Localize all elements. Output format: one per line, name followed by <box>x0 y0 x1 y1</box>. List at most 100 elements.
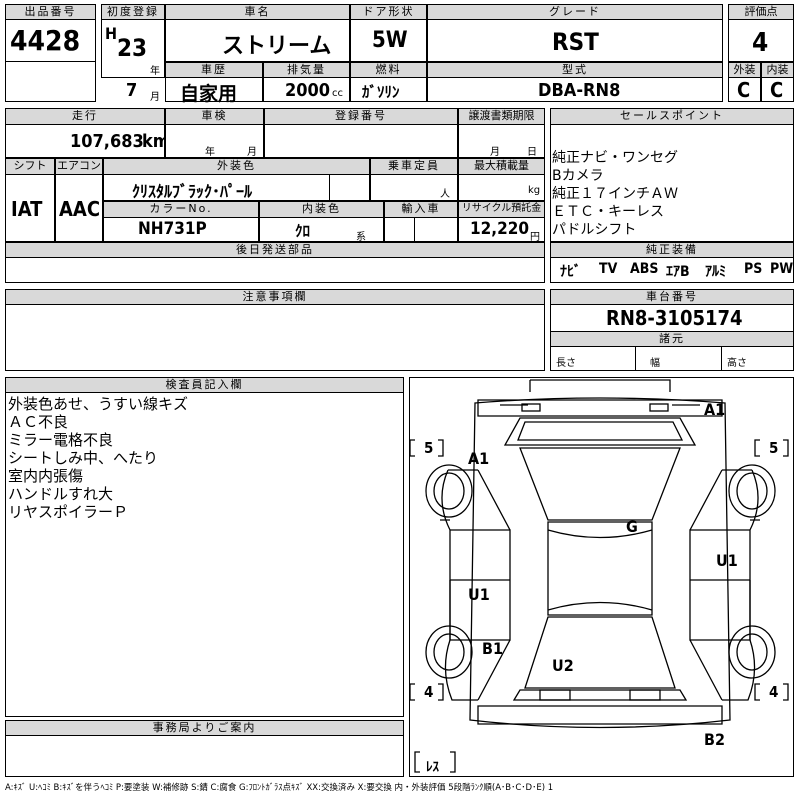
recycle-unit: 円 <box>530 232 540 243</box>
sales-points-list: 純正ナビ・ワンセグ Bカメラ 純正１７インチＡＷ ＥＴＣ・キーレス パドルシフト <box>552 149 678 239</box>
int-color-header: 内装色 <box>259 201 384 218</box>
ext-color-extra-cell <box>329 174 370 201</box>
sales-point: 純正ナビ・ワンセグ <box>552 150 678 166</box>
grade-header: グレード <box>427 4 723 20</box>
displacement-unit: cc <box>332 88 343 99</box>
fuel-value: ｶﾞｿﾘﾝ <box>362 83 400 101</box>
first-reg-year: 23 <box>117 34 148 62</box>
exterior-grade-cell <box>728 77 761 102</box>
mileage-value: 107,683 <box>70 131 144 152</box>
capacity-cell <box>370 174 458 201</box>
first-reg-month: 7 <box>126 80 138 101</box>
lot-lower <box>5 61 96 102</box>
interior-grade-cell <box>761 77 794 102</box>
mileage-cell <box>5 124 165 158</box>
wheel-front-left-inner <box>433 472 465 510</box>
shift-cell <box>5 174 55 242</box>
inspector-note: リヤスポイラーＰ <box>8 503 129 521</box>
history-header: 車歴 <box>165 62 263 78</box>
inspector-note: 外装色あせ、うすい線キズ <box>8 395 189 413</box>
diag-u2: U2 <box>552 656 574 675</box>
equipment-item: ｴｱB <box>666 264 690 280</box>
legend: A:ｷｽﾞ U:ﾍｺﾐ B:ｷｽﾞを伴うﾍｺﾐ P:要塗装 W:補修跡 S:錆 … <box>5 783 554 793</box>
inspection-month-unit: 月 <box>247 147 257 158</box>
exterior-grade-value: C <box>737 78 751 102</box>
capacity-unit: 人 <box>440 189 450 200</box>
int-color-value: ｸﾛ <box>295 222 311 240</box>
diag-b2: B2 <box>704 730 725 749</box>
equipment-cell <box>550 257 794 283</box>
inspector-note: ＡＣ不良 <box>8 413 69 431</box>
transfer-cell <box>458 124 545 158</box>
tire-bracket-rl <box>409 683 444 701</box>
front-bumper <box>477 399 723 417</box>
history-value: 自家用 <box>180 83 238 105</box>
transfer-month-unit: 月 <box>490 147 500 158</box>
doors-value: 5W <box>372 28 408 53</box>
lot-header: 出品番号 <box>5 4 96 20</box>
inspection-cell <box>165 124 264 158</box>
transfer-day-unit: 日 <box>527 147 537 158</box>
later-parts-header: 後日発送部品 <box>5 242 545 258</box>
inspector-note: ハンドルすれ大 <box>8 485 114 503</box>
specs-width-label: 幅 <box>650 358 660 369</box>
model-value: DBA-RN8 <box>538 80 621 101</box>
wheel-rear-left-inner <box>433 633 465 671</box>
tire-bracket-fr <box>754 439 789 457</box>
diag-b1: B1 <box>482 639 503 658</box>
tire-rear-left: 4 <box>424 683 434 701</box>
roof-arc <box>547 529 653 611</box>
import-cell-a <box>384 217 415 242</box>
max-load-unit: kg <box>528 185 541 196</box>
sales-point: ＥＴＣ・キーレス <box>552 204 664 220</box>
ext-color-value: ｸﾘｽﾀﾙﾌﾞﾗｯｸ･ﾊﾟｰﾙ <box>132 182 253 201</box>
tire-front-left: 5 <box>424 439 434 457</box>
color-no-cell <box>103 217 259 242</box>
spare-bracket <box>414 751 456 773</box>
specs-length-label: 長さ <box>556 358 576 369</box>
equipment-item: PW <box>770 261 794 277</box>
right-doors <box>689 529 751 641</box>
grade-value: RST <box>552 28 599 56</box>
later-parts-cell <box>5 257 545 283</box>
front-lamp-right <box>649 403 669 412</box>
diag-a1-left: A1 <box>468 449 490 468</box>
sales-points-header: セールスポイント <box>550 108 794 125</box>
fuel-cell <box>350 77 427 102</box>
sales-point: Bカメラ <box>552 168 604 184</box>
first-reg-header: 初度登録 <box>101 4 165 20</box>
first-reg-month-unit: 月 <box>150 92 160 103</box>
diag-g: G <box>626 517 638 536</box>
capacity-header: 乗車定員 <box>370 158 458 175</box>
interior-grade-header: 内装 <box>761 62 794 78</box>
wheel-front-right-inner <box>736 472 768 510</box>
inspector-cell <box>5 392 404 717</box>
diag-u1-left: U1 <box>468 585 490 604</box>
caution-header: 注意事項欄 <box>5 289 545 305</box>
wheel-rear-right-inner <box>736 633 768 671</box>
rear-bumper <box>477 705 723 725</box>
lot-number: 4428 <box>10 24 81 57</box>
tailgate <box>512 689 688 701</box>
rear-lamp-right <box>629 689 661 701</box>
inspector-note: シートしみ中、へたり <box>8 449 159 467</box>
roof <box>547 521 653 616</box>
displacement-header: 排気量 <box>263 62 350 78</box>
specs-width-cell <box>635 346 722 371</box>
recycle-cell <box>458 217 545 242</box>
model-header: 型式 <box>427 62 723 78</box>
wheel-front-right <box>728 464 776 518</box>
first-reg-era: H <box>105 24 118 43</box>
caution-cell <box>5 304 545 371</box>
reg-number-header: 登録番号 <box>264 108 458 125</box>
chassis-header: 車台番号 <box>550 289 794 305</box>
specs-height-label: 高さ <box>727 358 747 369</box>
doors-header: ドア形状 <box>350 4 427 20</box>
color-no-header: カラーNo. <box>103 201 259 218</box>
car-diagram <box>409 379 789 773</box>
transfer-header: 譲渡書類期限 <box>458 108 545 125</box>
equipment-header: 純正装備 <box>550 242 794 258</box>
ext-color-header: 外装色 <box>103 158 370 175</box>
car-body-outline <box>469 379 731 729</box>
left-doors <box>449 529 511 641</box>
